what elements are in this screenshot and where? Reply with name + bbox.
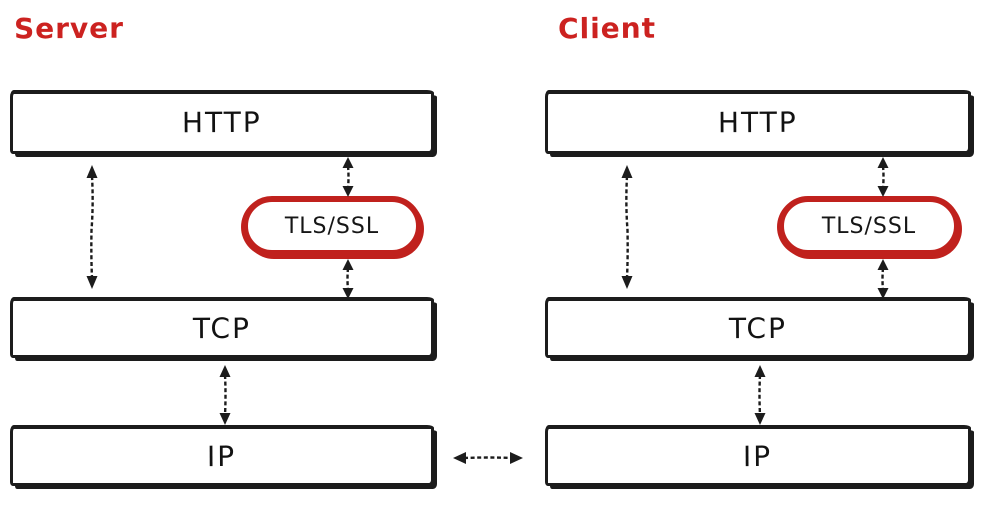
client-http-tcp-arrow-icon — [618, 164, 636, 290]
client-tls-ssl-label: TLS/SSL — [821, 213, 917, 239]
server-http-label: HTTP — [182, 105, 262, 140]
client-tcp-layer-box: TCP — [545, 297, 971, 358]
server-client-ip-link-arrow-icon — [452, 448, 524, 468]
server-tls-ssl-label: TLS/SSL — [284, 213, 380, 239]
server-column-title: Server — [13, 11, 125, 46]
server-ip-layer-box: IP — [10, 425, 434, 486]
client-tcp-label: TCP — [728, 311, 788, 345]
client-http-label: HTTP — [718, 105, 798, 140]
server-http-tcp-arrow-icon — [83, 164, 101, 290]
client-http-layer-box: HTTP — [545, 90, 971, 154]
client-ip-label: IP — [743, 439, 773, 473]
server-http-layer-box: HTTP — [10, 90, 434, 154]
client-tls-ssl-box: TLS/SSL — [778, 196, 960, 256]
server-tls-ssl-box: TLS/SSL — [242, 196, 422, 256]
server-ip-label: IP — [207, 439, 237, 473]
client-http-tls-arrow-icon — [874, 156, 892, 198]
server-tcp-label: TCP — [192, 311, 252, 345]
server-tcp-ip-arrow-icon — [216, 364, 234, 426]
server-http-tls-arrow-icon — [339, 156, 357, 198]
client-column-title: Client — [557, 11, 657, 46]
server-tls-tcp-arrow-icon — [339, 258, 357, 300]
server-tcp-layer-box: TCP — [10, 297, 434, 358]
client-tcp-ip-arrow-icon — [751, 364, 769, 426]
client-tls-tcp-arrow-icon — [874, 258, 892, 300]
client-ip-layer-box: IP — [545, 425, 971, 486]
